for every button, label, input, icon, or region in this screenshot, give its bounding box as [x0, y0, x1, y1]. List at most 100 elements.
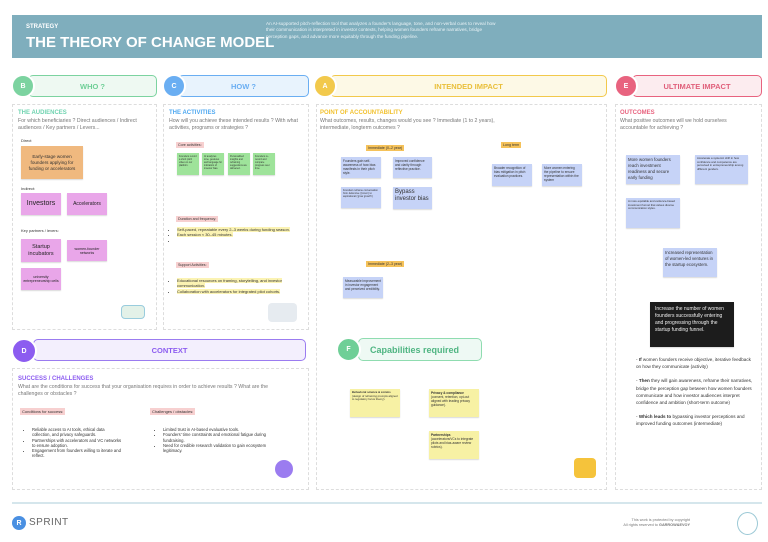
logic-lead: Which leads to [638, 414, 672, 420]
conditions-label: Conditions for success: [20, 408, 66, 415]
section-header-who: WHO ? [28, 75, 157, 97]
copyright-line: This work is protected by copyright [631, 518, 690, 522]
goal-note[interactable]: Increase the number of women founders su… [650, 302, 734, 347]
panel-title: POINT OF ACCOUNTABILITY [320, 110, 403, 116]
panel-context [12, 368, 309, 490]
panel-intended [316, 104, 607, 490]
logic-lead: If [638, 357, 642, 362]
sticky-text: (consent, retention, opt-out aligned wit… [431, 395, 470, 407]
seal-logo-icon [737, 512, 758, 535]
sticky-note[interactable]: Startup incubators [21, 239, 61, 262]
panel-subtitle: What positive outcomes will we hold ours… [620, 118, 727, 131]
partners-label: Key partners / levers: [21, 228, 59, 233]
sticky-note[interactable]: More women founders reach investment rea… [626, 155, 680, 184]
conditions-list: Reliable access to AI tools, ethical dat… [24, 427, 124, 459]
juggler-illustration-icon [275, 460, 293, 478]
sticky-note[interactable]: A more equitable and evidence-based inve… [626, 198, 680, 228]
section-label: INTENDED IMPACT [434, 81, 503, 91]
section-label: HOW ? [231, 81, 256, 91]
sticky-note[interactable]: Behavioral science & comms (design of re… [350, 389, 400, 417]
panel-subtitle: What outcomes, results, changes would yo… [320, 118, 495, 131]
list-item: Each session ≈ 30–45 minutes. [177, 232, 233, 238]
challenges-label: Challenges / obstacles: [150, 408, 196, 415]
sticky-note[interactable]: Personalized insights and reframing sugg… [228, 153, 250, 175]
panel-title: SUCCESS / CHALLENGES [18, 376, 94, 382]
challenges-list: Limited trust in AI-based evaluative too… [155, 427, 275, 453]
list-item: Founders' time constraints and emotional… [163, 432, 275, 443]
tools-illustration-icon [574, 458, 596, 478]
core-activities-label: Core activities: [176, 142, 204, 148]
sticky-lead: Partnerships [431, 433, 451, 437]
section-label: CONTEXT [151, 345, 188, 355]
list-item: Self-paced, repeatable every 2–3 weeks d… [177, 227, 290, 232]
section-label: ULTIMATE IMPACT [663, 81, 731, 91]
list-item: Engagement from founders willing to iter… [32, 448, 124, 459]
long-term-label: Long term [501, 142, 522, 148]
section-badge-e: E [614, 74, 638, 98]
brand-name: SPRINT [29, 517, 69, 528]
panel-title: THE ACTIVITIES [169, 110, 216, 116]
page-title: THE THEORY OF CHANGE MODEL [26, 34, 275, 51]
sticky-note[interactable]: Partnerships (accelerators/VCs to integr… [429, 431, 479, 459]
footer-divider [12, 502, 762, 504]
sticky-note[interactable]: More women entering the pipeline to ensu… [542, 164, 582, 186]
teamwork-illustration-icon [268, 303, 297, 322]
intermediate-label: Immediate (2–3 year) [366, 261, 405, 267]
sticky-note[interactable]: Privacy & compliance (consent, retention… [429, 389, 479, 417]
panel-title: THE AUDIENCES [18, 110, 67, 116]
sticky-note[interactable]: Investors [21, 193, 61, 215]
logic-text: they will gain awareness, reframe their … [636, 378, 753, 406]
panel-subtitle: For which beneficiaries ? Direct audienc… [18, 118, 137, 131]
sticky-note[interactable]: Measurable improvement in investor engag… [343, 277, 383, 298]
list-item: Need for credible research validation to… [163, 443, 275, 454]
logic-text: women founders receive objective, iterat… [636, 357, 751, 370]
sticky-note[interactable]: Accelerators [67, 193, 107, 215]
list-item: Partnerships with accelerators and VC ne… [32, 438, 124, 449]
list-item: Educational resources on framing, storyt… [177, 278, 282, 289]
sticky-note[interactable]: Increased representation of women-led ve… [663, 248, 717, 277]
section-header-context: CONTEXT [33, 339, 306, 361]
sprint-logo-icon: R [12, 516, 26, 530]
logic-list: - If women founders receive objective, i… [636, 357, 753, 427]
indirect-label: Indirect: [21, 186, 36, 191]
section-header-ultimate: ULTIMATE IMPACT [632, 75, 762, 97]
section-label: Capabilities required [370, 344, 460, 355]
section-header-capabilities: Capabilities required [358, 338, 482, 361]
section-badge-d: D [11, 338, 37, 364]
header-kicker: STRATEGY [26, 24, 59, 30]
sticky-note[interactable]: university entrepreneurship cells [21, 268, 61, 290]
panel-title: OUTCOMES [620, 110, 655, 116]
logic-lead: Then [638, 378, 650, 384]
panel-subtitle: How will you achieve these intended resu… [169, 118, 298, 131]
duration-list: Self-paced, repeatable every 2–3 weeks d… [169, 227, 299, 243]
list-item: Reliable access to AI tools, ethical dat… [32, 427, 124, 438]
section-label: WHO ? [80, 81, 105, 91]
sticky-note[interactable]: Early-stage women founders applying for … [21, 146, 83, 179]
sticky-note[interactable]: AI analyzes tone, gestures and language … [202, 153, 224, 175]
copyright-notice: This work is protected by copyright All … [623, 518, 690, 528]
immediate-label: Immediate (0–2 year) [366, 145, 405, 151]
sticky-lead: Privacy & compliance [431, 391, 464, 395]
sticky-note[interactable]: Broader recognition of bias mitigation i… [492, 164, 532, 186]
sticky-note[interactable]: women-founder networks [67, 240, 107, 261]
logic-text: bypassing investor perceptions and impro… [636, 414, 745, 427]
sticky-note[interactable]: Founders re-record and compare progress … [253, 153, 275, 175]
panel-who [12, 104, 157, 330]
sticky-note[interactable]: Improved confidence and clarity through … [393, 157, 432, 178]
copyright-line: All rights reserved to [623, 523, 659, 527]
direct-label: Direct [21, 138, 32, 143]
section-header-how: HOW ? [178, 75, 309, 97]
header-description: An AI-supported pitch-reflection tool th… [266, 21, 496, 39]
section-badge-f: F [336, 337, 361, 362]
sticky-note[interactable]: Bypass investor bias [393, 187, 432, 209]
sticky-note[interactable]: Founders gain self-awareness of how bias… [341, 157, 381, 178]
list-item: Limited trust in AI-based evaluative too… [163, 427, 275, 432]
copyright-owner: GARROW&EVOY [658, 523, 690, 527]
sticky-note[interactable]: Accelerate a systemic shift in how confi… [695, 155, 748, 184]
support-label: Support Activities: [176, 262, 209, 268]
sticky-note[interactable]: Founders reframe conversation from defen… [341, 187, 381, 208]
list-item: Collaboration with accelerators for inte… [177, 288, 281, 294]
support-list: Educational resources on framing, storyt… [169, 278, 299, 294]
section-badge-a: A [313, 74, 337, 98]
sticky-note[interactable]: Founders record a short pitch video on o… [177, 153, 199, 175]
